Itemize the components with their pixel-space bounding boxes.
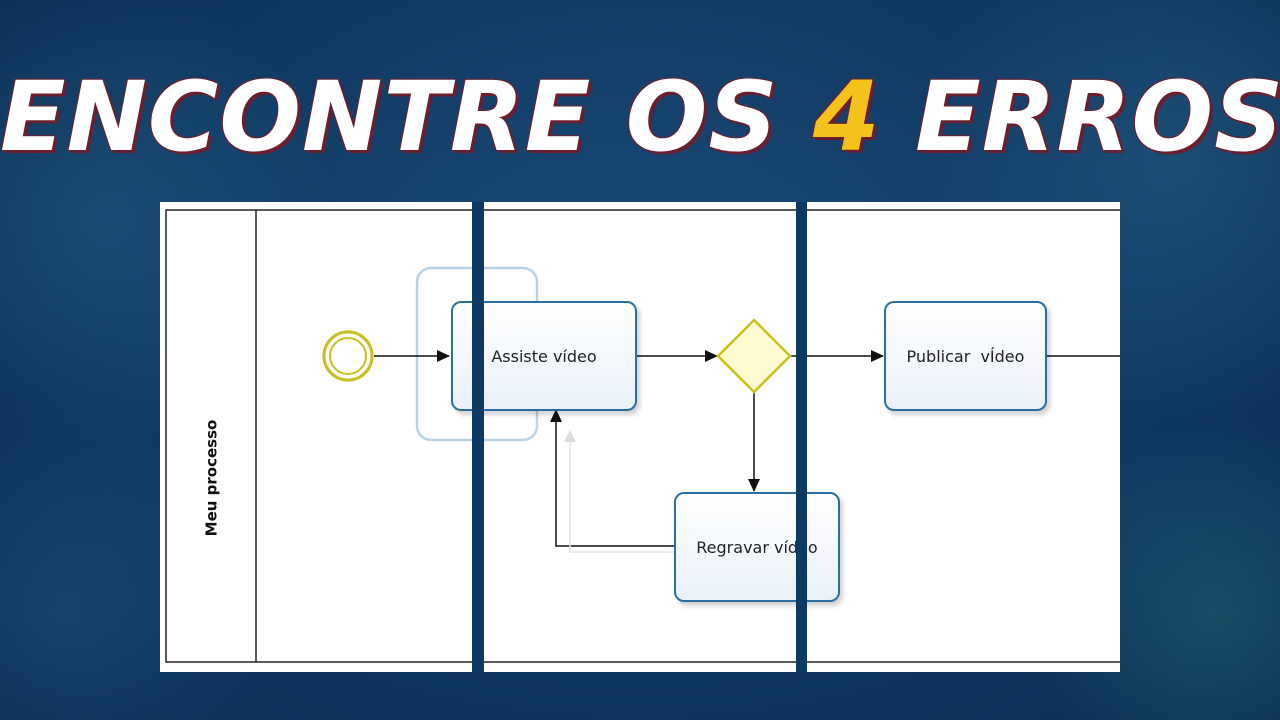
task-publicar-video-label: Publicar vÍdeo: [906, 346, 1025, 366]
exclusive-gateway-diamond-icon: [716, 318, 792, 394]
headline: ENCONTRE OS 4 ERROS: [0, 52, 1280, 182]
ghost-arrowhead: [564, 430, 576, 442]
lane-label: Meu processo: [168, 298, 254, 658]
headline-number: 4: [812, 61, 881, 173]
task-regravar-video: Regravar vídeo: [674, 492, 840, 602]
headline-part2: ERROS: [880, 61, 1280, 173]
headline-part1: ENCONTRE OS: [0, 61, 813, 173]
pool: [165, 209, 1120, 663]
ghost-flow: [569, 434, 674, 553]
task-publicar-video: Publicar vÍdeo: [884, 301, 1047, 411]
start-event-circle-icon: [322, 330, 374, 382]
task-regravar-video-label: Regravar vídeo: [696, 537, 818, 557]
lane-label-text: Meu processo: [202, 419, 221, 537]
task-assiste-video-label: Assiste vídeo: [491, 346, 597, 366]
vertical-divider-1: [472, 202, 484, 672]
bpmn-diagram: Meu processo Assiste vídeo Publicar vÍde…: [160, 202, 1120, 672]
vertical-divider-2: [796, 202, 807, 672]
flow-regravar-to-assiste: [550, 409, 674, 547]
diagram-canvas: [165, 209, 1120, 663]
